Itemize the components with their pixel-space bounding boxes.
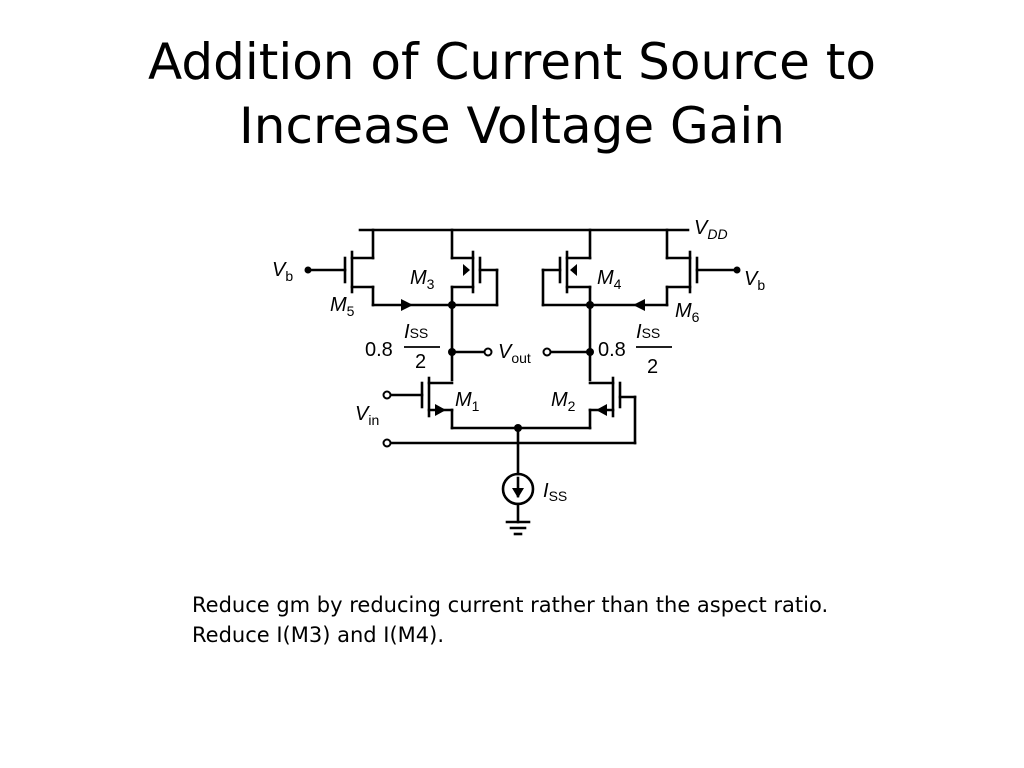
transistor-m1 bbox=[388, 376, 454, 430]
m4-arrow bbox=[570, 264, 577, 276]
vdd-label: VDD bbox=[694, 217, 728, 242]
m2-arrow bbox=[596, 404, 607, 416]
m1-label: M1 bbox=[455, 389, 480, 414]
caption-line-1: Reduce gm by reducing current rather tha… bbox=[192, 593, 829, 617]
iss-left-coef: 0.8 bbox=[365, 339, 393, 361]
vin-label: Vin bbox=[355, 403, 379, 428]
m3-label: M3 bbox=[410, 267, 435, 292]
transistor-m6 bbox=[588, 228, 737, 307]
iss-left-num: ISS bbox=[404, 321, 428, 343]
m5-label: M5 bbox=[330, 294, 355, 319]
tail-arrow bbox=[512, 488, 524, 498]
vb-left-terminal bbox=[304, 266, 312, 274]
vin-top-terminal bbox=[382, 390, 392, 400]
m2-label: M2 bbox=[551, 389, 576, 414]
iss-right-num: ISS bbox=[636, 321, 660, 343]
m3-arrow bbox=[463, 264, 470, 276]
vb-right-label: Vb bbox=[744, 268, 765, 293]
slide-title: Addition of Current Source to Increase V… bbox=[0, 30, 1024, 158]
vin-bottom-terminal bbox=[382, 438, 392, 448]
m1-arrow bbox=[435, 404, 446, 416]
transistor-m3 bbox=[450, 228, 499, 382]
m4-label: M4 bbox=[597, 267, 622, 292]
title-line-1: Addition of Current Source to bbox=[148, 33, 876, 91]
vout-right-terminal bbox=[542, 347, 552, 357]
iss-tail-label: ISS bbox=[543, 480, 567, 504]
m6-label: M6 bbox=[675, 300, 700, 325]
iss-right-coef: 0.8 bbox=[598, 339, 626, 361]
vout-left-terminal bbox=[483, 347, 493, 357]
vb-left-label: Vb bbox=[272, 259, 293, 284]
slide-caption: Reduce gm by reducing current rather tha… bbox=[192, 590, 828, 650]
iss-left-den: 2 bbox=[415, 351, 426, 373]
m6-arrow bbox=[633, 299, 645, 311]
m5-arrow bbox=[401, 299, 413, 311]
vout-label: Vout bbox=[498, 341, 531, 366]
transistor-m4 bbox=[541, 228, 592, 382]
vb-right-terminal bbox=[733, 266, 741, 274]
title-line-2: Increase Voltage Gain bbox=[239, 97, 785, 155]
iss-right-den: 2 bbox=[647, 356, 658, 378]
caption-line-2: Reduce I(M3) and I(M4). bbox=[192, 623, 444, 647]
